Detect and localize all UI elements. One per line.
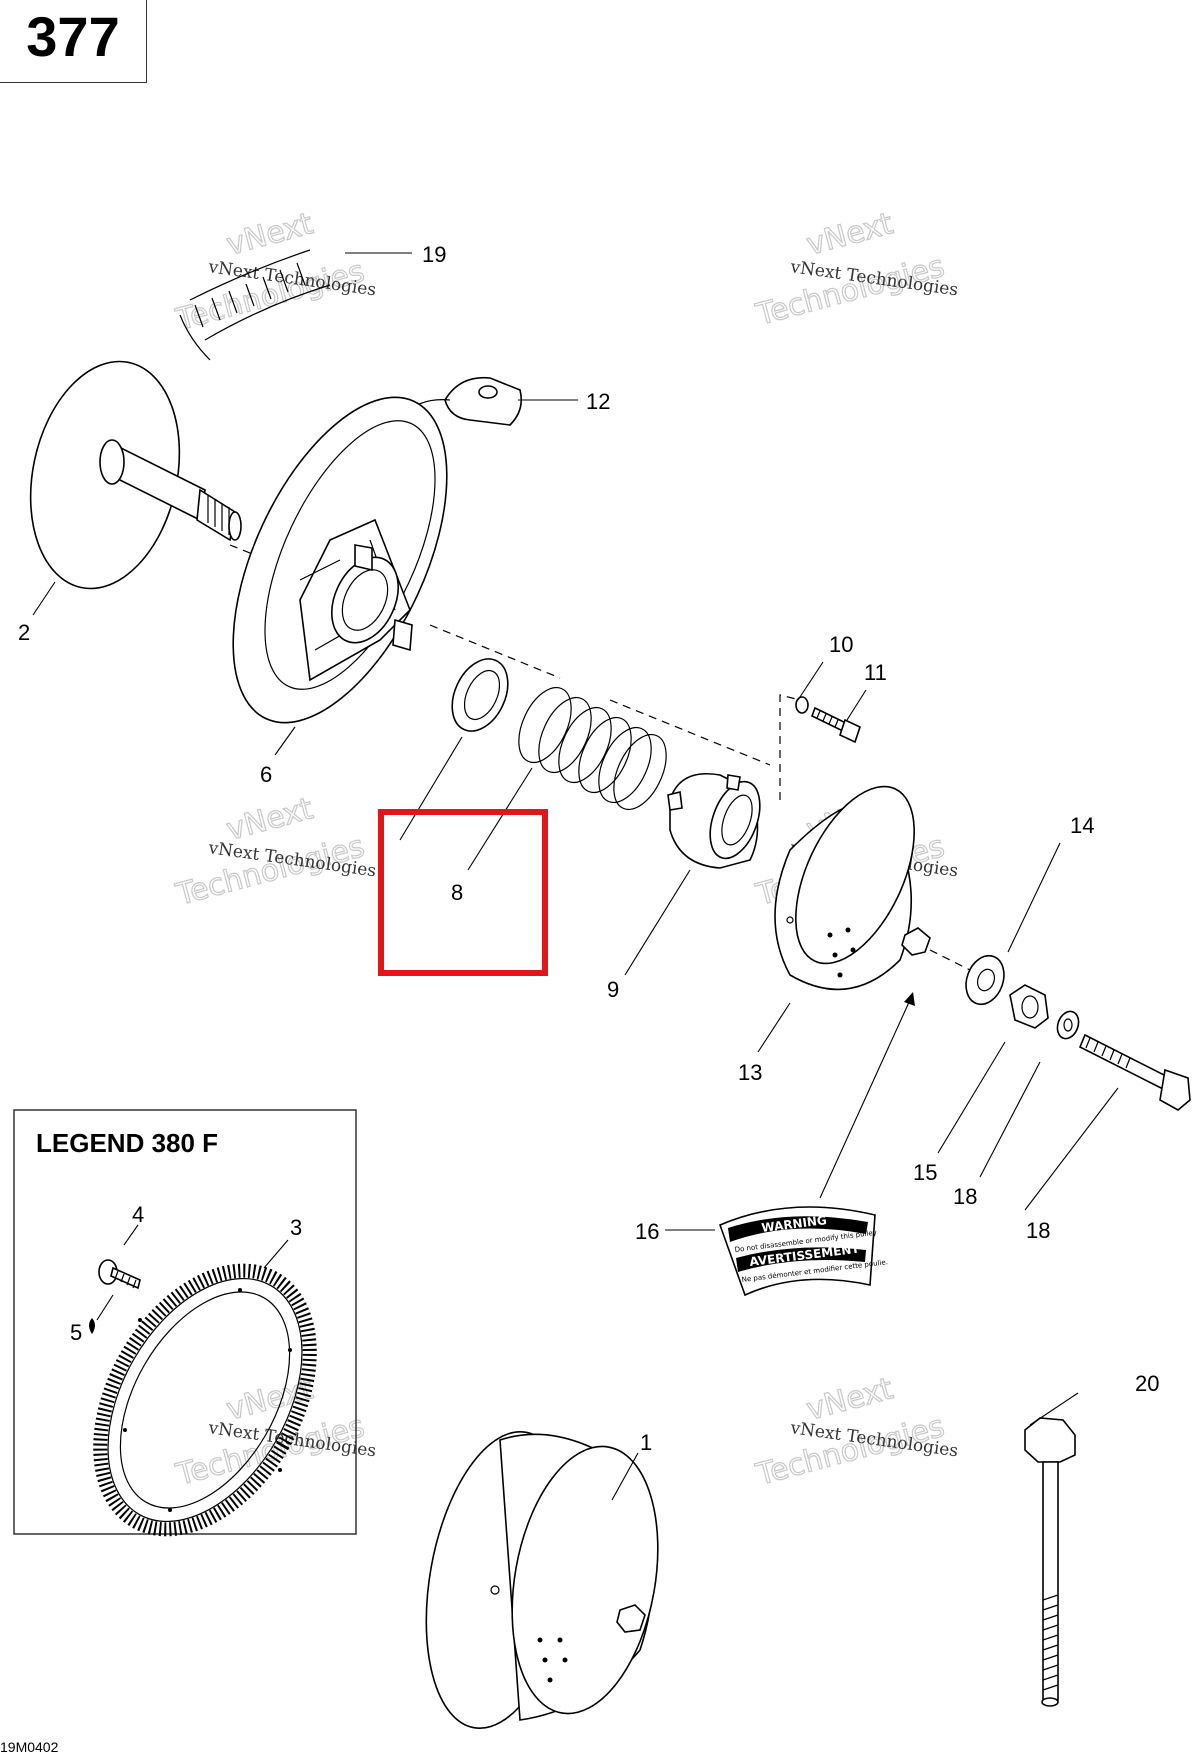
- part-19-belt: [179, 249, 331, 361]
- part-2-fixed-sheave: [29, 360, 242, 590]
- part-4-screw: [98, 1259, 141, 1290]
- highlight-box-callout-8: [378, 809, 548, 976]
- callout-19: 19: [422, 242, 446, 267]
- page-number: 377: [26, 5, 120, 68]
- part-5-threadlocker-icon: [89, 1318, 95, 1334]
- part-17-lock-washer: [1056, 1010, 1080, 1040]
- svg-text:vNext: vNext: [223, 791, 317, 848]
- part-16-warning-label: WARNING Do not disassemble or modify thi…: [718, 1206, 888, 1297]
- part-1-pulley-assembly: [425, 1430, 659, 1730]
- callout-13: 13: [738, 1060, 762, 1085]
- svg-text:vNext: vNext: [803, 206, 897, 263]
- part-9-spider: [667, 773, 761, 869]
- part-11-screw: [810, 706, 861, 744]
- callout-11: 11: [864, 660, 887, 685]
- part-14-washer: [965, 954, 1005, 1006]
- leader-lines: [32, 252, 1119, 1501]
- callout-17: 18: [953, 1184, 977, 1209]
- part-18-bolt: [1078, 1033, 1191, 1111]
- callout-3: 3: [290, 1215, 302, 1240]
- callout-4: 4: [132, 1202, 144, 1227]
- callout-6: 6: [260, 762, 272, 787]
- part-8-spring: [518, 686, 667, 811]
- callout-2: 2: [18, 620, 30, 645]
- part-6-movable-sheave: [232, 396, 448, 724]
- part-8-spring-seat: [451, 658, 509, 732]
- callout-12: 12: [586, 389, 610, 414]
- svg-text:vNext: vNext: [803, 1371, 897, 1428]
- watermark-top-left: vNext Technologies vNext Technologies: [171, 206, 377, 339]
- callout-9: 9: [607, 977, 619, 1002]
- callout-numbers: 19 12 2 6 8 9 10 11 13 14 15 18 18 16 20…: [18, 242, 1159, 1455]
- callout-18: 18: [1026, 1218, 1050, 1243]
- callout-15: 15: [913, 1160, 937, 1185]
- callout-5: 5: [70, 1320, 82, 1345]
- watermark-bottom-left: vNext Technologies vNext Technologies: [171, 1371, 377, 1494]
- page-number-box: 377: [0, 0, 147, 83]
- part-10-washer: [795, 696, 809, 714]
- callout-8: 8: [451, 880, 463, 905]
- watermark-bottom-right: vNext Technologies vNext Technologies: [751, 1371, 959, 1494]
- part-3-ring-gear: [93, 1263, 317, 1537]
- part-13-cover: [774, 785, 931, 991]
- legend-box: [13, 1109, 357, 1535]
- axis-to-bolt-11: [779, 694, 801, 800]
- drawing-code: 19M0402: [0, 1739, 59, 1755]
- callout-10: 10: [829, 632, 853, 657]
- svg-text:vNext: vNext: [223, 206, 317, 263]
- callout-16: 16: [635, 1219, 659, 1244]
- callout-20: 20: [1135, 1371, 1159, 1396]
- part-15-nut: [1009, 984, 1049, 1029]
- legend-title: LEGEND 380 F: [36, 1128, 218, 1158]
- watermark-mid-left: vNext Technologies vNext Technologies: [171, 791, 377, 914]
- assembly-axis: [229, 544, 1001, 986]
- part-20-puller-bolt: [1024, 1417, 1076, 1707]
- callout-14: 14: [1070, 813, 1094, 838]
- callout-1: 1: [640, 1430, 652, 1455]
- watermark-top-right: vNext Technologies vNext Technologies: [751, 206, 959, 334]
